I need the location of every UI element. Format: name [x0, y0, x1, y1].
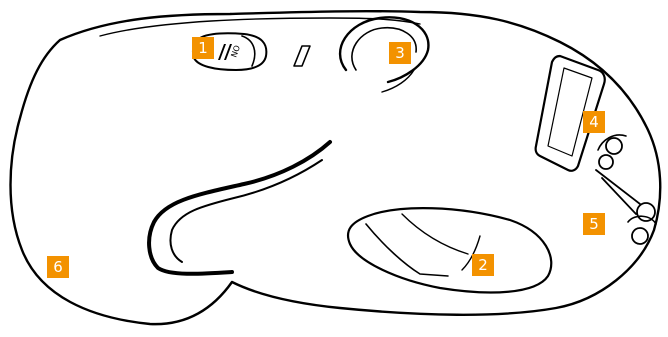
callout-6: 6: [47, 256, 69, 278]
callout-5: 5: [583, 213, 605, 235]
callout-1: 1: [192, 37, 214, 59]
callout-3: 3: [389, 42, 411, 64]
connector-cluster: [596, 135, 656, 244]
callout-2: 2: [472, 254, 494, 276]
callout-4: 4: [583, 111, 605, 133]
callout-5-label: 5: [589, 215, 599, 233]
callout-3-label: 3: [395, 44, 405, 62]
power-switch-knob-line: [242, 36, 255, 66]
callout-2-label: 2: [478, 256, 488, 274]
grip-groove-inner: [170, 160, 322, 262]
grip-groove-outer: [149, 142, 330, 274]
power-switch-label: NO: [229, 44, 242, 59]
slot-mark: [294, 46, 310, 66]
lower-recess-inner-line-2: [402, 214, 468, 254]
callout-6-label: 6: [53, 258, 63, 276]
callout-4-label: 4: [589, 113, 599, 131]
lower-recess-outline: [348, 208, 551, 292]
callout-1-label: 1: [198, 39, 208, 57]
